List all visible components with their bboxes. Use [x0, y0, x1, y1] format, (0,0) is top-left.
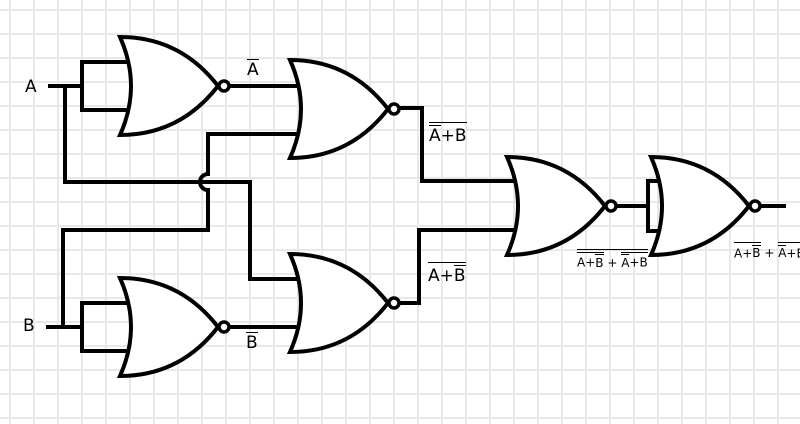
label-gate5-out: A+B + A+B — [577, 249, 648, 269]
label-final-out: A+B + A+B — [734, 242, 800, 259]
nor-gate-body — [116, 34, 221, 138]
inversion-bubble — [748, 199, 762, 213]
label-not-a: A — [247, 59, 259, 80]
wire-a-to-gate4 — [63, 86, 306, 281]
nor-gate-body — [286, 57, 391, 161]
inversion-bubble — [217, 320, 231, 334]
wire-gate2-out — [399, 106, 523, 183]
inversion-bubble — [604, 199, 618, 213]
nor-1-gate — [116, 34, 231, 138]
wire-a-box — [80, 60, 136, 112]
nor-6-gate — [647, 154, 762, 258]
label-nor-a-notb: A+B — [428, 262, 466, 285]
nor-gate-body — [286, 251, 391, 355]
input-a-label: A — [25, 77, 37, 97]
wire-b-box — [80, 301, 136, 353]
label-nor-nota-b: A+B — [429, 122, 467, 145]
nor-4-gate — [286, 251, 401, 355]
nor-gate-body — [503, 154, 608, 258]
nor-gate-body — [647, 154, 752, 258]
nor-gate-body — [116, 275, 221, 379]
label-not-b: B — [246, 332, 258, 353]
input-b-label: B — [23, 316, 35, 336]
wire-gate4-out — [399, 228, 523, 305]
wire-b-to-gate2-with-jump — [61, 132, 306, 327]
inversion-bubble — [387, 296, 401, 310]
nor-3-gate — [116, 275, 231, 379]
inversion-bubble — [387, 102, 401, 116]
inversion-bubble — [217, 79, 231, 93]
nor-2-gate — [286, 57, 401, 161]
nor-5-gate — [503, 154, 618, 258]
